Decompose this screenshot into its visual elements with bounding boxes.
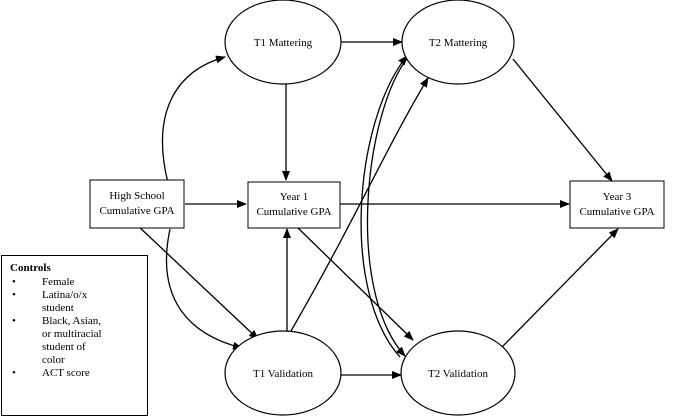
node-hs-gpa: High School Cumulative GPA [89,179,185,229]
label-t2-validation: T2 Validation [428,368,488,380]
node-t2-validation: T2 Validation [400,330,516,416]
control-item-line: ACT score [42,367,90,379]
control-item-line: student of [42,341,86,353]
label-t1-mattering: T1 Mattering [254,37,313,49]
ellipse-t1-validation [224,330,342,416]
control-item-line: Black, Asian, [42,315,101,327]
edge-year1gpa-t2validation [297,227,414,341]
label-t2-mattering: T2 Mattering [429,37,488,49]
control-item: • Female [10,276,141,289]
bullet-icon: • [12,289,16,301]
label-year1-line2: Cumulative GPA [256,206,331,218]
bullet-icon: • [12,276,16,288]
node-year3-gpa: Year 3 Cumulative GPA [569,180,665,229]
label-hs-gpa-line2: Cumulative GPA [99,205,174,217]
edges [136,38,619,379]
control-item-line: Latina/o/x [42,289,88,301]
node-t1-validation: T1 Validation [224,330,342,416]
edge-t1validation-t2mattering [290,77,429,332]
node-t1-mattering: T1 Mattering [224,0,342,85]
control-item: • ACT score [10,367,141,380]
node-year1-gpa: Year 1 Cumulative GPA [247,181,341,229]
label-year3-line1: Year 3 [603,191,632,203]
edge-hsgpa-t1validation [136,224,259,340]
edge-t2mattering-t2validation-curved [366,55,410,357]
control-item-line: color [42,354,65,366]
control-item-line: or multiracial [42,328,102,340]
edge-t2mattering-year3gpa [512,58,613,182]
label-hs-gpa-line1: High School [109,190,164,202]
edge-hsgpa-t1mattering [161,55,226,184]
node-t2-mattering: T2 Mattering [401,0,515,85]
edge-t2validation-year3gpa [501,228,619,348]
ellipse-t1-mattering [224,0,342,85]
bullet-icon: • [12,315,16,327]
label-t1-validation: T1 Validation [253,368,313,380]
box-hs-gpa [89,179,185,229]
label-year1-line1: Year 1 [280,191,309,203]
controls-title: Controls [10,262,51,274]
bullet-icon: • [12,367,16,379]
box-year3-gpa [569,180,665,229]
control-item-line: Female [42,276,75,288]
control-item-line: student [42,302,74,314]
ellipse-t2-validation [400,330,516,416]
box-year1-gpa [247,181,341,229]
edge-t2validation-t2mattering-curved [360,55,408,358]
label-year3-line2: Cumulative GPA [579,206,654,218]
ellipse-t2-mattering [401,0,515,85]
edge-hsgpa-t1validation-curved [165,228,243,350]
